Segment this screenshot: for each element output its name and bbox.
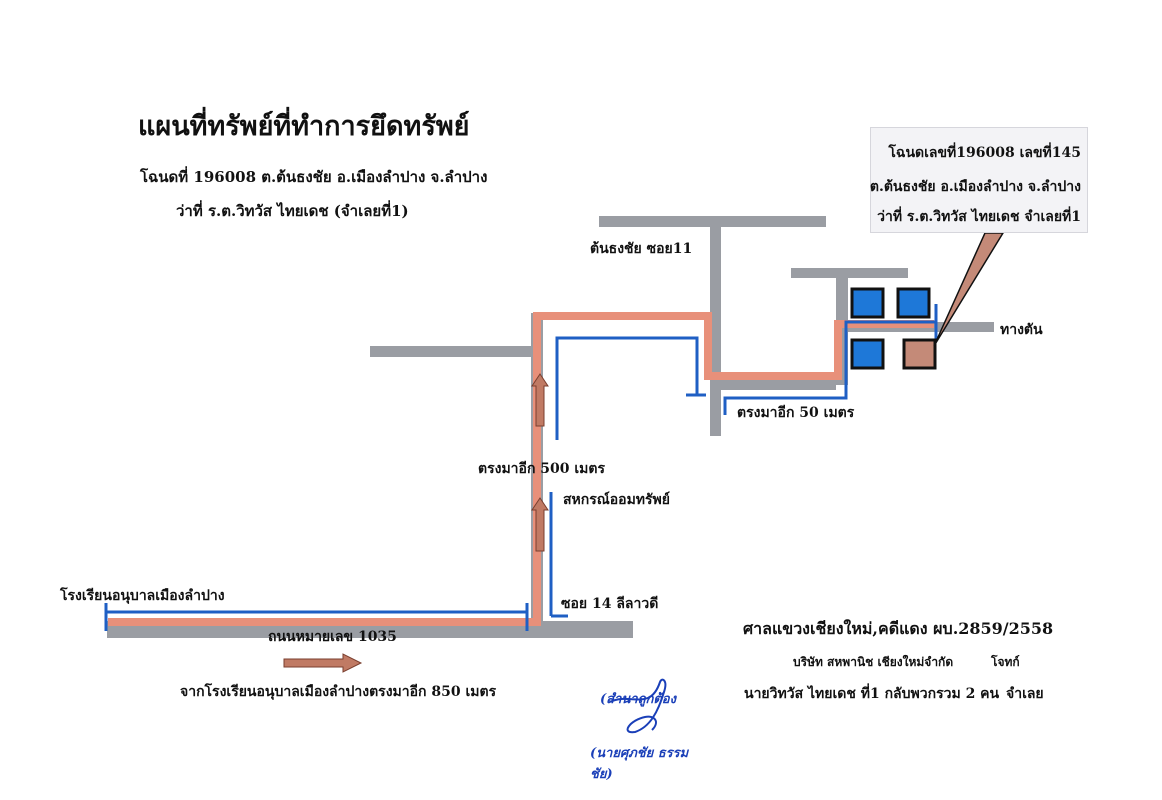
deed-subtitle: โฉนดที่ 196008 ต.ต้นธงชัย อ.เมืองลำปาง จ… bbox=[140, 168, 488, 186]
plaintiff-role: โจทก์ bbox=[991, 655, 1020, 669]
deed-info-box: โฉนดเลขที่196008 เลขที่145 ต.ต้นธงชัย อ.… bbox=[870, 127, 1088, 233]
route-blue bbox=[104, 304, 938, 631]
road-soi11-vertical bbox=[710, 220, 721, 436]
plaintiff-name: บริษัท สหพานิช เชียงใหม่จำกัด bbox=[793, 655, 954, 669]
houses bbox=[850, 287, 937, 370]
soi14-label: ซอย 14 ลีลาวดี bbox=[561, 596, 659, 612]
signature-scribble bbox=[609, 678, 667, 734]
cooperative-label: สหกรณ์ออมทรัพย์ bbox=[563, 492, 670, 508]
highway-label: ถนนหมายเลข 1035 bbox=[268, 629, 397, 645]
signature-name: (นายศุภชัย ธรรมชัย) bbox=[590, 746, 689, 782]
straight-500-label: ตรงมาอีก 500 เมตร bbox=[478, 461, 606, 477]
arrow-north-upper bbox=[531, 373, 549, 427]
house-1 bbox=[850, 287, 885, 319]
map-title: แผนที่ทรัพย์ที่ทำการยึดทรัพย์ bbox=[138, 111, 470, 142]
defendant-name: นายวิทวัส ไทยเดช ที่1 กลับพวกรวม 2 คน bbox=[744, 686, 1000, 702]
route-orange bbox=[108, 312, 934, 626]
straight-50-label: ตรงมาอีก 50 เมตร bbox=[737, 405, 855, 421]
callout-pointer bbox=[933, 232, 1005, 347]
road-lower-east bbox=[710, 380, 836, 390]
court-case: ศาลแขวงเชียงใหม่,คดีแดง ผบ.2859/2558 bbox=[743, 619, 1054, 638]
from-school-label: จากโรงเรียนอนุบาลเมืองลำปางตรงมาอีก 850 … bbox=[180, 684, 497, 700]
school-label: โรงเรียนอนุบาลเมืองลำปาง bbox=[60, 588, 225, 604]
signature-stamp: (สำนาถูกต้อง (นายศุภชัย ธรรมชัย) bbox=[590, 672, 700, 782]
defendant-role: จำเลย bbox=[1006, 686, 1044, 702]
owner-subtitle: ว่าที่ ร.ต.วิทวัส ไทยเดช (จำเลยที่1) bbox=[176, 202, 409, 220]
house-3 bbox=[850, 338, 885, 370]
soi11-label: ต้นธงชัย ซอย11 bbox=[590, 241, 693, 257]
info-line-2: ต.ต้นธงชัย อ.เมืองลำปาง จ.ลำปาง bbox=[869, 179, 1081, 195]
house-target bbox=[902, 338, 937, 370]
dead-end-label: ทางตัน bbox=[1000, 322, 1043, 338]
house-2 bbox=[896, 287, 931, 319]
info-line-3: ว่าที่ ร.ต.วิทวัส ไทยเดช จำเลยที่1 bbox=[877, 209, 1081, 225]
info-line-1: โฉนดเลขที่196008 เลขที่145 bbox=[888, 145, 1081, 161]
direction-arrows bbox=[283, 373, 549, 673]
road-right-top bbox=[791, 268, 908, 278]
arrow-north-lower bbox=[531, 497, 549, 552]
road-left-branch bbox=[370, 346, 532, 357]
arrow-east bbox=[283, 653, 363, 673]
